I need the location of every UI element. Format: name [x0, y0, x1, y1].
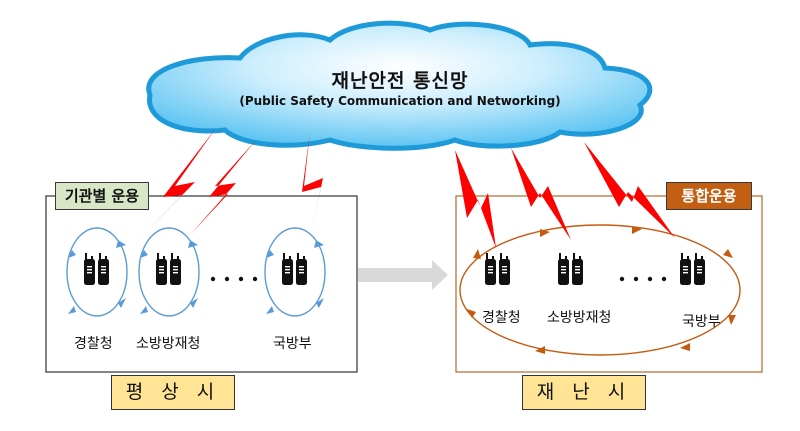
- left-org-label-fire: 소방방재청: [136, 336, 201, 352]
- radio-icon-right-defense: [680, 253, 705, 285]
- right-ellipsis-dots: [619, 276, 667, 282]
- left-org-label-police: 경찰청: [74, 336, 113, 352]
- lightning-bolts: [135, 128, 675, 248]
- radio-icon-left-fire: [156, 253, 181, 285]
- lightning-right-3: [584, 142, 675, 238]
- right-org-label-fire: 소방방재청: [547, 310, 612, 326]
- right-panel-frame: [455, 195, 763, 373]
- cloud-network-shape: [146, 20, 653, 151]
- right-org-label-police: 경찰청: [482, 310, 521, 326]
- cloud-subtitle: (Public Safety Communication and Network…: [239, 94, 561, 108]
- left-cycle-police: [66, 227, 128, 317]
- lightning-right-2: [511, 148, 571, 240]
- lightning-left-2: [190, 140, 256, 235]
- lightning-right-1: [455, 150, 496, 248]
- radio-icon-right-police: [485, 253, 510, 285]
- radio-icon-left-defense: [282, 253, 307, 285]
- left-panel-frame: [45, 195, 358, 373]
- left-ellipsis-dots: [210, 276, 258, 282]
- left-org-label-defense: 국방부: [273, 336, 312, 352]
- phase-label-disaster: 재 난 시: [522, 375, 646, 410]
- radio-icon-left-police: [84, 253, 109, 285]
- radio-icon-right-fire: [558, 253, 583, 285]
- right-integrated-cycle: [459, 224, 741, 356]
- left-panel-tag: 기관별 운용: [55, 182, 149, 210]
- phase-label-normal: 평 상 시: [111, 375, 235, 410]
- left-cycle-defense: [264, 227, 326, 317]
- cloud-title: 재난안전 통신망: [331, 70, 469, 92]
- right-panel-tag: 통합운용: [666, 182, 752, 210]
- transition-arrow: [358, 260, 448, 290]
- left-cycle-fire: [138, 227, 200, 317]
- right-org-label-defense: 국방부: [682, 314, 721, 330]
- lightning-left-3: [302, 132, 323, 235]
